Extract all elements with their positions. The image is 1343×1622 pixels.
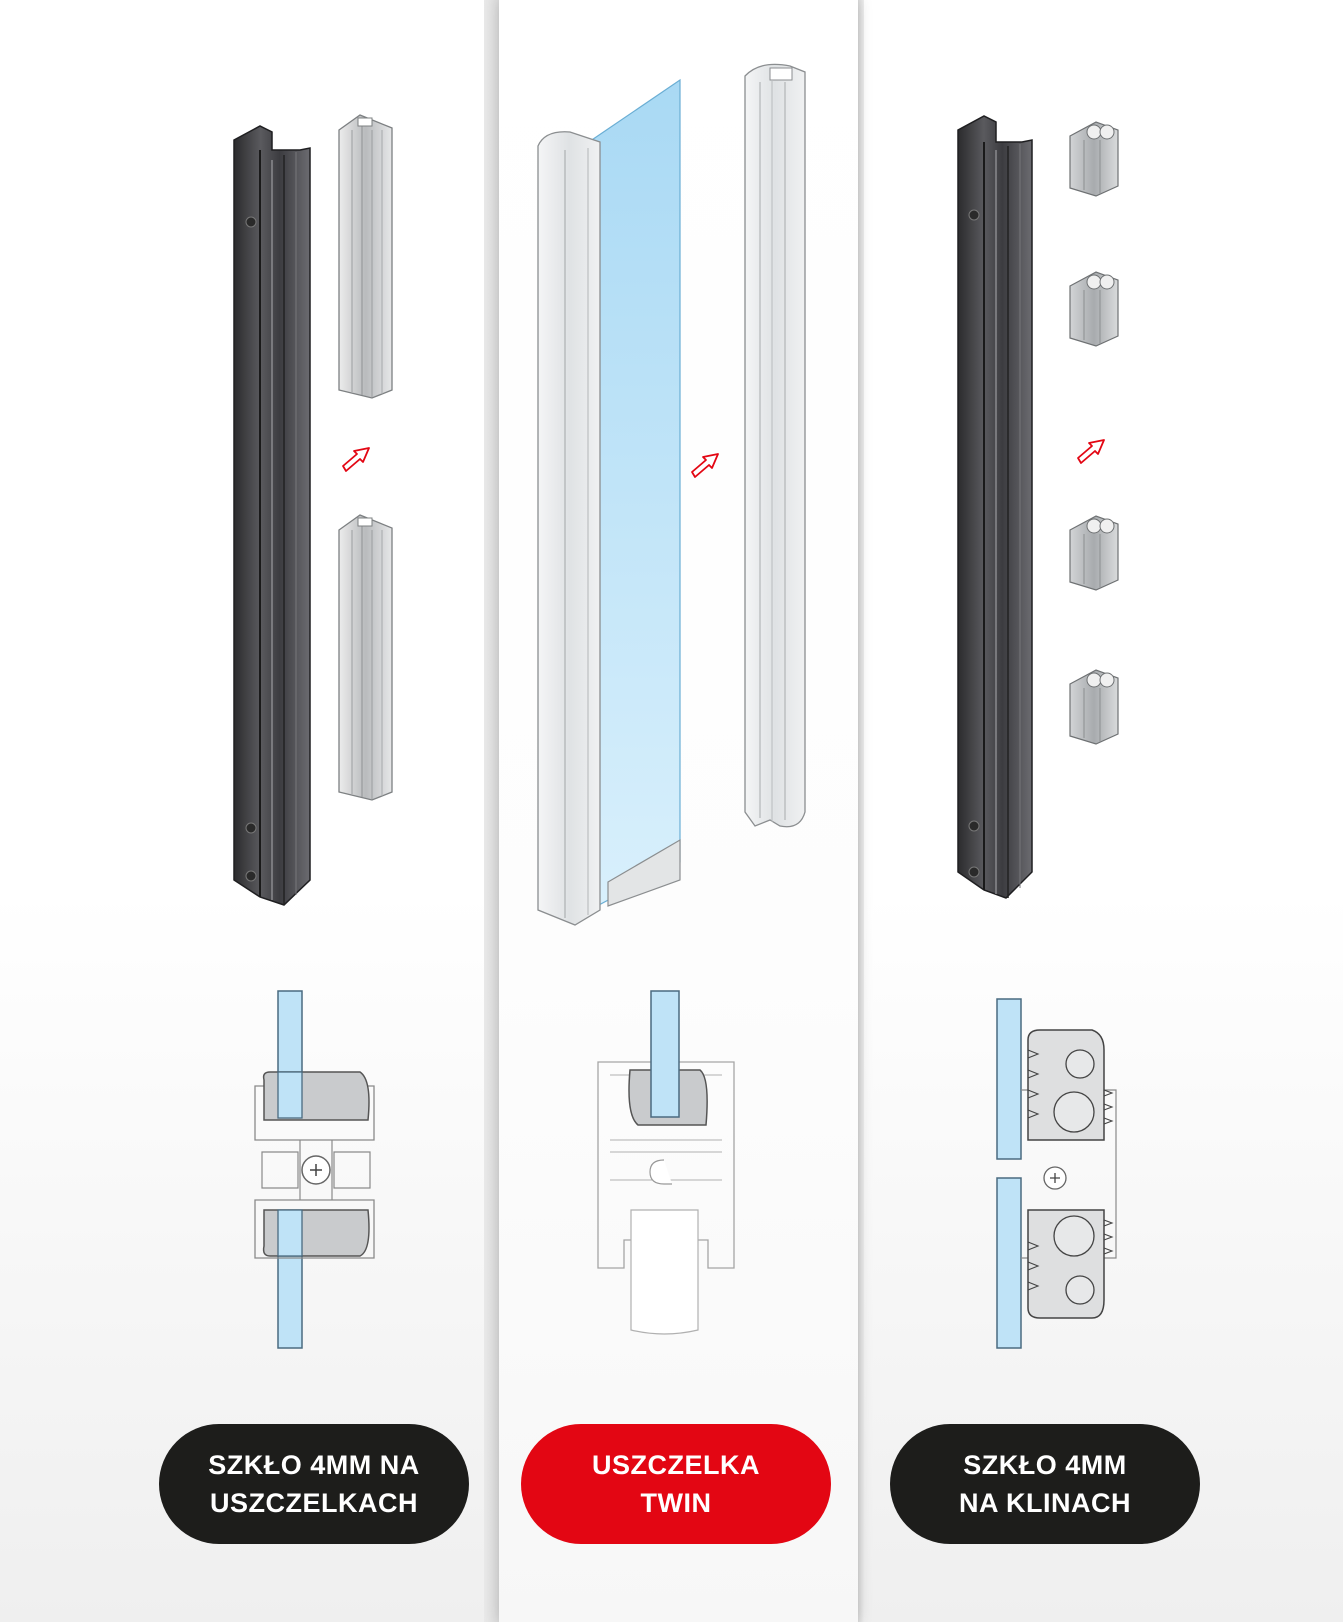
arrow-down-left-icon [1077, 439, 1105, 464]
wedge-4 [1069, 669, 1119, 745]
label-line: USZCZELKACH [210, 1488, 418, 1518]
arrow-down-left-icon [691, 453, 719, 478]
wedge-3 [1069, 515, 1119, 591]
dark-profile-3 [957, 115, 1033, 899]
panel-divider [484, 0, 499, 1622]
dark-profile-1 [233, 125, 311, 906]
panel-divider [858, 0, 864, 1622]
gasket-profile-upper-1 [338, 114, 393, 399]
label-line: SZKŁO 4MM [963, 1450, 1127, 1480]
wedge-1 [1069, 121, 1119, 197]
arrow-down-left-icon [342, 447, 370, 472]
label-gasket-glass: SZKŁO 4MM NA USZCZELKACH [159, 1424, 469, 1544]
wedge-2 [1069, 271, 1119, 347]
cross-section-drawing-1 [254, 990, 375, 1349]
gasket-profile-lower-1 [338, 514, 393, 801]
cross-section-drawing-2 [597, 990, 735, 1335]
label-twin-gasket: USZCZELKA TWIN [521, 1424, 831, 1544]
white-profile [537, 131, 681, 926]
label-line: NA KLINACH [959, 1488, 1131, 1518]
label-line: TWIN [640, 1488, 712, 1518]
twin-gasket-profile [744, 63, 806, 828]
panel-wedge-glass [858, 0, 1343, 1622]
label-wedge-glass: SZKŁO 4MM NA KLINACH [890, 1424, 1200, 1544]
label-line: SZKŁO 4MM NA [208, 1450, 420, 1480]
cross-section-drawing-3 [996, 998, 1117, 1349]
label-line: USZCZELKA [592, 1450, 760, 1480]
